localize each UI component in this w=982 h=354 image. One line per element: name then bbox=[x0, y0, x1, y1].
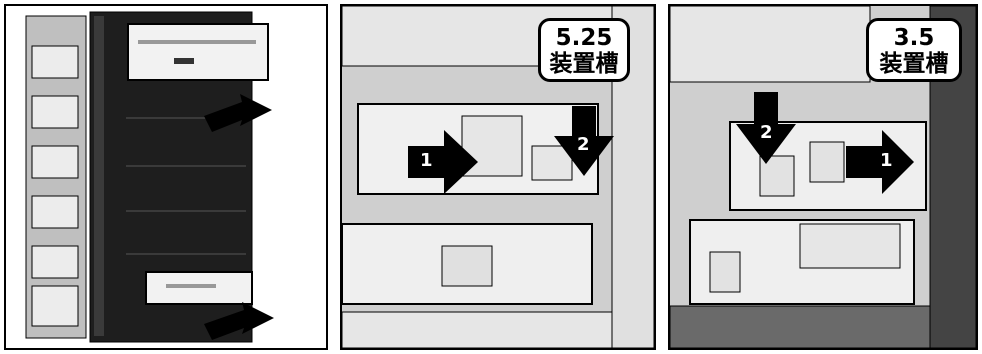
panel-525-bay: 1 2 5.25 装置槽 bbox=[340, 4, 656, 350]
step-1-label: 1 bbox=[880, 150, 893, 171]
step-2-label: 2 bbox=[577, 134, 590, 155]
panel-35-bay: 2 1 3.5 装置槽 bbox=[668, 4, 978, 350]
callout-35-bay: 3.5 装置槽 bbox=[866, 18, 962, 82]
step-2-label: 2 bbox=[760, 122, 773, 143]
case-illustration bbox=[25, 11, 274, 343]
panel-case-overview bbox=[4, 4, 328, 350]
callout-size: 5.25 bbox=[555, 25, 613, 51]
callout-size: 3.5 bbox=[893, 25, 935, 51]
callout-label: 装置槽 bbox=[879, 51, 949, 77]
step-1-label: 1 bbox=[420, 150, 433, 171]
callout-label: 装置槽 bbox=[549, 51, 619, 77]
callout-525-bay: 5.25 装置槽 bbox=[538, 18, 630, 82]
